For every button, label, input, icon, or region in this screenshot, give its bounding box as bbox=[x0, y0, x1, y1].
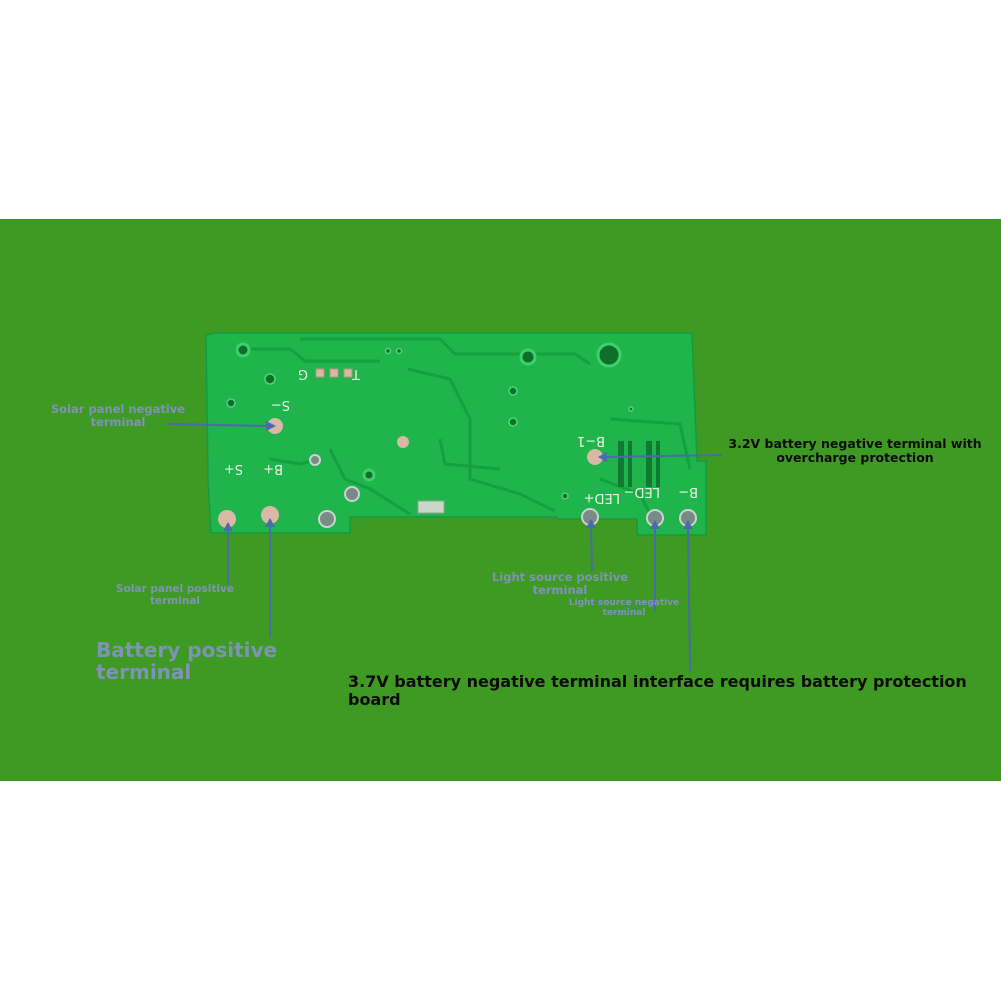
pad-mid bbox=[397, 436, 409, 448]
silk-g: G bbox=[298, 366, 308, 381]
solder-joints bbox=[309, 454, 697, 528]
silk-s-plus: S+ bbox=[224, 461, 243, 476]
diagram-stage: G T S− S+ B+ B−1 LED+ LED− B− Solar pan bbox=[0, 219, 1001, 781]
vias bbox=[226, 347, 634, 500]
silk-led-plus: LED+ bbox=[584, 490, 620, 505]
silk-t: T bbox=[352, 366, 361, 381]
mounting-holes bbox=[235, 342, 622, 482]
pad-b-minus-1 bbox=[587, 449, 603, 465]
silk-b-minus: B− bbox=[678, 484, 698, 499]
silk-b-plus: B+ bbox=[263, 461, 283, 476]
silk-s-minus: S− bbox=[271, 397, 290, 412]
chip-marking bbox=[417, 500, 445, 514]
pad-battery-positive bbox=[261, 506, 279, 524]
silk-b-minus-1: B−1 bbox=[577, 433, 605, 448]
label-light-negative: Light source negative terminal bbox=[568, 598, 680, 618]
leader-light-positive bbox=[590, 524, 593, 572]
pcb-board bbox=[205, 332, 707, 536]
label-solar-negative: Solar panel negative terminal bbox=[50, 402, 186, 429]
label-battery-37v-negative: 3.7V battery negative terminal interface… bbox=[348, 672, 967, 709]
silk-led-minus: LED− bbox=[624, 484, 660, 499]
pcb-illustration: G T S− S+ B+ B−1 LED+ LED− B− bbox=[167, 332, 723, 672]
arrow-heads bbox=[223, 421, 693, 531]
label-light-positive: Light source positive terminal bbox=[491, 570, 629, 597]
leader-lines bbox=[167, 423, 723, 672]
leader-battery-32v bbox=[603, 454, 723, 458]
leader-battery-37v bbox=[687, 525, 691, 672]
label-battery-32v-negative: 3.2V battery negative terminal with over… bbox=[728, 436, 982, 465]
label-solar-positive: Solar panel positive terminal bbox=[116, 583, 234, 607]
pcb-traces bbox=[235, 337, 692, 516]
smd-strip bbox=[618, 441, 660, 487]
gt-pads bbox=[315, 368, 353, 378]
pad-solar-positive bbox=[218, 510, 236, 528]
label-battery-positive: Battery positive terminal bbox=[96, 638, 278, 684]
leader-solar-negative bbox=[167, 423, 267, 427]
terminal-pads bbox=[218, 418, 603, 528]
